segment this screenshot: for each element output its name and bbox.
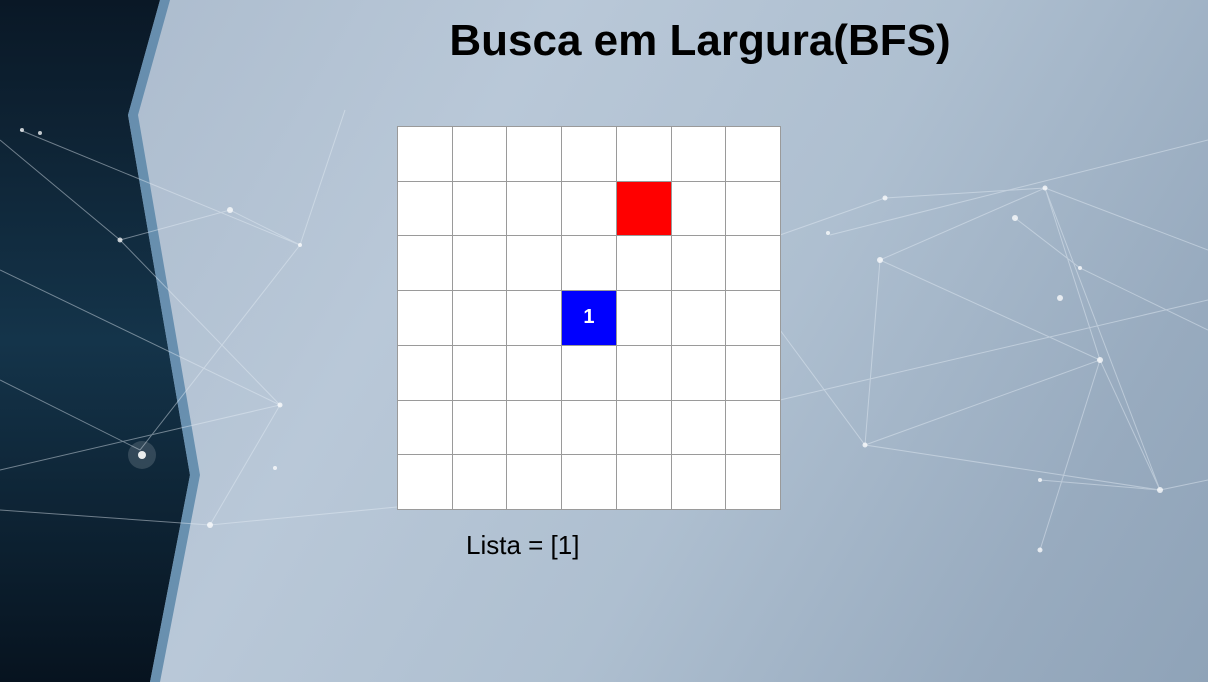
grid-cell <box>507 345 563 401</box>
grid-cell <box>562 400 617 456</box>
start-cell: 1 <box>562 291 617 346</box>
grid-cell <box>452 291 508 346</box>
grid-cell <box>726 455 781 510</box>
grid-cell <box>398 400 453 456</box>
grid-cell <box>726 400 781 456</box>
grid-cell <box>726 236 781 292</box>
grid-cell <box>452 236 508 292</box>
grid-cell <box>671 181 727 237</box>
grid-cell <box>452 345 508 401</box>
grid-cell <box>726 291 781 346</box>
goal-cell <box>616 181 672 237</box>
grid-cell <box>398 181 453 237</box>
slide-title: Busca em Largura(BFS) <box>449 16 951 65</box>
dark-side-panel <box>0 0 190 682</box>
grid-cell <box>616 236 672 292</box>
grid-cell <box>452 455 508 510</box>
grid-cell <box>452 181 508 237</box>
grid-cell <box>398 345 453 401</box>
grid-cell <box>398 291 453 346</box>
grid-cell <box>671 400 727 456</box>
grid-cell <box>562 181 617 237</box>
grid-cell <box>507 455 563 510</box>
grid-cell <box>507 127 563 182</box>
grid-cell <box>562 236 617 292</box>
grid-cell <box>671 127 727 182</box>
grid-cell <box>726 181 781 237</box>
grid-cell <box>452 127 508 182</box>
grid-cell <box>671 236 727 292</box>
grid-cell <box>671 291 727 346</box>
grid-cell <box>507 236 563 292</box>
grid-cell <box>616 345 672 401</box>
grid-cell <box>671 345 727 401</box>
grid-cell <box>452 400 508 456</box>
grid-cell <box>616 400 672 456</box>
queue-list-text: Lista = [1] <box>466 530 580 560</box>
grid-cell <box>507 181 563 237</box>
grid-cell <box>671 455 727 510</box>
grid-cell <box>398 127 453 182</box>
grid-cell <box>562 455 617 510</box>
grid-cell <box>507 400 563 456</box>
grid-cell <box>616 455 672 510</box>
grid-cell <box>562 345 617 401</box>
panel-bevel-edge <box>128 0 200 682</box>
grid-cell <box>726 345 781 401</box>
grid-cell <box>616 291 672 346</box>
grid-cell <box>398 236 453 292</box>
grid-cell <box>616 127 672 182</box>
grid-cell <box>398 455 453 510</box>
bfs-grid: 1 <box>397 126 781 510</box>
grid-cell <box>507 291 563 346</box>
grid-cell <box>562 127 617 182</box>
grid-cell <box>726 127 781 182</box>
